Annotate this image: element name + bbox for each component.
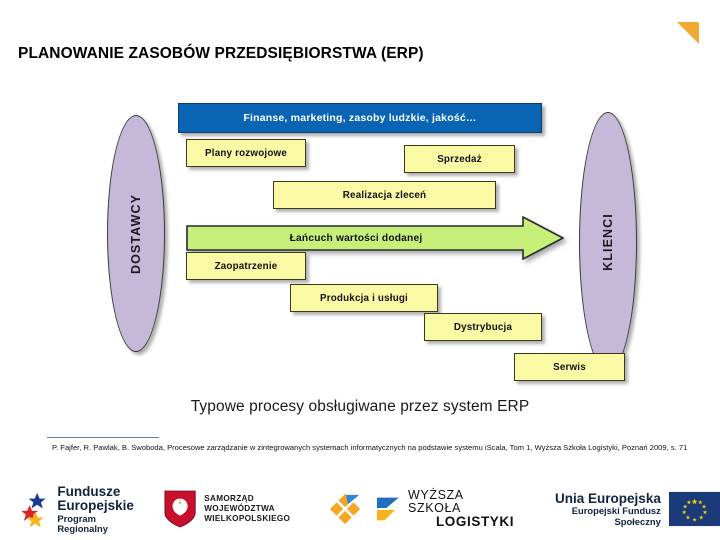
process-label: Zaopatrzenie [214,260,278,272]
page-title: PLANOWANIE ZASOBÓW PRZEDSIĘBIORSTWA (ERP… [18,45,424,62]
eu-flag-icon [668,491,720,527]
wsl-text: WYŻSZA SZKOŁA LOGISTYKI [408,487,515,530]
logo-samorzad-wojewodztwa-wielkopolskiego: SAMORZĄD WOJEWÓDZTWA WIELKOPOLSKIEGO [164,489,361,529]
ue-line2: Europejski Fundusz Społeczny [571,505,661,527]
header-bar: Finanse, marketing, zasoby ludzkie, jako… [178,103,542,133]
process-box-serwis: Serwis [514,353,625,381]
process-box-realizacja-zlecen: Realizacja zleceń [273,181,496,209]
logo-wyzsza-szkola-logistyki: WYŻSZA SZKOŁA LOGISTYKI [376,487,515,530]
fundusze-line2: Europejskie [57,497,134,513]
ue-line1: Unia Europejska [555,490,661,506]
fundusze-europejskie-stars-icon [22,492,46,527]
logo-unia-europejska: Unia Europejska Europejski Fundusz Społe… [530,491,720,527]
unia-europejska-text: Unia Europejska Europejski Fundusz Społe… [530,491,661,527]
process-box-plany-rozwojowe: Plany rozwojowe [186,139,306,167]
process-label: Dystrybucja [453,321,513,333]
samorzad-text: SAMORZĄD WOJEWÓDZTWA WIELKOPOLSKIEGO [204,494,320,525]
process-box-zaopatrzenie: Zaopatrzenie [186,252,306,280]
fundusze-europejskie-text: Fundusze Europejskie Program Regionalny [57,483,144,534]
process-label: Plany rozwojowe [205,147,287,159]
wsl-arrow-icon [376,497,399,521]
footnote-citation: P. Fajfer, R. Pawlak, B. Swoboda, Proces… [52,443,688,452]
clients-ellipse: KLIENCI [579,112,637,372]
samorzad-line2: WIELKOPOLSKIEGO [204,514,291,524]
process-label: Produkcja i usługi [320,292,408,304]
fundusze-line3: Program Regionalny [57,512,108,534]
clients-label: KLIENCI [601,213,615,271]
figure-caption: Typowe procesy obsługiwane przez system … [190,398,530,415]
process-label: Sprzedaż [437,153,482,165]
process-label: Serwis [553,361,586,373]
suppliers-label: DOSTAWCY [129,193,143,274]
header-bar-label: Finanse, marketing, zasoby ludzkie, jako… [243,112,477,124]
samorzad-line1: SAMORZĄD WOJEWÓDZTWA [204,493,275,513]
wsl-line2: LOGISTYKI [435,514,515,530]
process-box-produkcja-i-uslugi: Produkcja i usługi [290,284,438,312]
process-box-dystrybucja: Dystrybucja [424,313,542,341]
erp-process-diagram: DOSTAWCY KLIENCI Finanse, marketing, zas… [0,95,720,390]
logo-fundusze-europejskie: Fundusze Europejskie Program Regionalny [22,483,144,534]
wielkopolska-coat-of-arms-icon [164,490,196,528]
wsl-line1: WYŻSZA SZKOŁA [408,487,464,515]
suppliers-ellipse: DOSTAWCY [107,115,165,352]
process-label: Realizacja zleceń [342,189,427,201]
fundusze-line1: Fundusze [57,483,121,499]
process-box-sprzedaz: Sprzedaż [404,145,515,173]
footer-logo-strip: Fundusze Europejskie Program Regionalny … [0,478,720,540]
corner-triangle-icon [677,22,699,44]
footnote-divider [47,437,159,438]
wielkopolska-diamond-icon [330,493,361,525]
